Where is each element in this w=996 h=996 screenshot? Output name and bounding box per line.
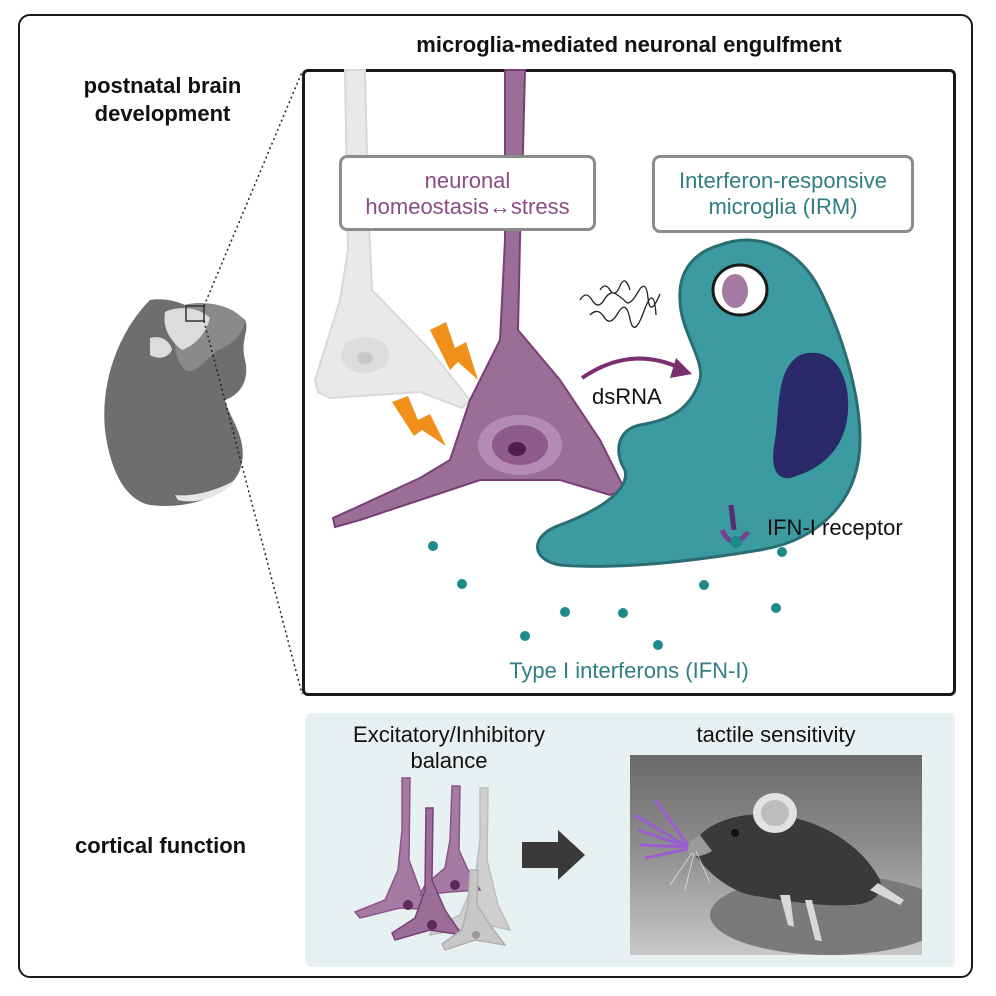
development-label-line1: postnatal brain <box>83 73 242 98</box>
dsrna-label: dsRNA <box>592 384 662 409</box>
development-label-line2: development <box>94 101 231 126</box>
neuronal-homeostasis-tag: neuronal homeostasis↔stress <box>339 155 596 231</box>
arrow-right-icon <box>522 830 585 880</box>
stressed-neuron <box>331 69 627 529</box>
ei-balance-label: Excitatory/Inhibitory balance <box>316 722 582 774</box>
irm-tag-line2: microglia (IRM) <box>708 194 858 219</box>
microglia <box>536 238 862 568</box>
mouse-photo <box>630 755 922 955</box>
neuron-nucleolus <box>508 442 526 456</box>
engulfment-panel <box>302 69 956 696</box>
ifn-dots <box>428 541 787 650</box>
neuronal-tag-line2: homeostasis↔stress <box>365 194 570 219</box>
neuronal-tag-line1: neuronal <box>424 168 511 193</box>
ei-balance-line2: balance <box>410 748 488 773</box>
interferons-label: Type I interferons (IFN-I) <box>509 658 749 683</box>
tactile-sensitivity-label: tactile sensitivity <box>696 722 856 747</box>
irm-tag: Interferon-responsive microglia (IRM) <box>652 155 914 233</box>
microglia-nucleus <box>773 352 849 479</box>
dsrna-icon <box>579 280 661 328</box>
ifn-receptor-label: IFN-I receptor <box>767 515 903 540</box>
outer-frame <box>18 14 973 978</box>
engulfed-fragment <box>722 274 748 308</box>
irm-tag-line1: Interferon-responsive <box>679 168 887 193</box>
mouse-body <box>695 814 881 906</box>
lightning-icon <box>430 322 478 380</box>
dsrna-arrow <box>580 356 681 380</box>
figure-title: microglia-mediated neuronal engulfment <box>416 32 842 57</box>
development-label: postnatal brain development <box>40 72 285 128</box>
ei-balance-line1: Excitatory/Inhibitory <box>353 722 545 747</box>
cortical-function-label: cortical function <box>75 833 247 858</box>
lightning-icon <box>392 396 446 446</box>
